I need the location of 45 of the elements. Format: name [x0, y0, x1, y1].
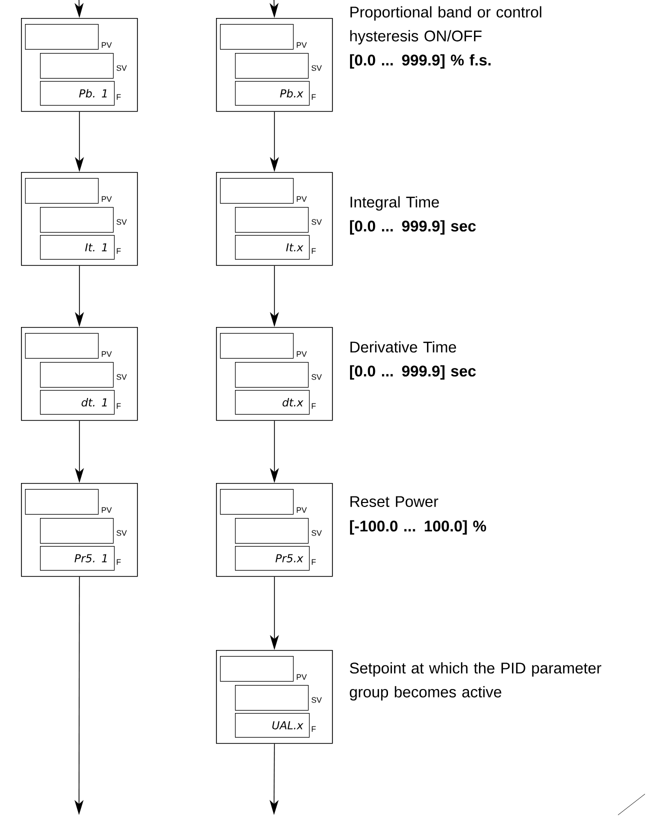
description-text: Reset Power	[350, 496, 438, 507]
description-text: [0.0 ... 999.9] sec	[350, 220, 476, 235]
display-panel	[216, 483, 333, 577]
description-text: [0.0 ... 999.9] % f.s.	[350, 54, 491, 69]
value-display	[220, 178, 294, 204]
value-display	[25, 333, 99, 359]
value-display	[40, 207, 114, 233]
function-display: Pr5.x	[235, 546, 310, 571]
value-display	[220, 489, 294, 515]
display-panel	[216, 650, 333, 744]
value-display	[220, 656, 294, 682]
function-display: Pb.x	[235, 81, 310, 106]
value-display	[40, 53, 114, 79]
description-text: Integral Time	[350, 196, 439, 211]
function-display: It. 1	[40, 235, 115, 260]
value-display	[235, 685, 309, 711]
display-panel	[216, 327, 333, 421]
function-display: dt.x	[235, 390, 310, 415]
display-panel	[21, 327, 138, 421]
display-panel	[21, 172, 138, 266]
value-display	[25, 24, 99, 50]
function-display: Pb. 1	[40, 81, 115, 106]
description-text: Setpoint at which the PID parameter group becomes active	[350, 662, 602, 700]
function-display: It.x	[235, 235, 310, 260]
value-display	[220, 333, 294, 359]
value-display	[25, 489, 99, 515]
value-display	[235, 53, 309, 79]
value-display	[40, 518, 114, 544]
value-display	[40, 362, 114, 388]
value-display	[235, 207, 309, 233]
description-text: Proportional band or control hysteresis ON/OFF	[350, 6, 542, 44]
description-text: [-100.0 ... 100.0] %	[350, 520, 486, 535]
function-display: dt. 1	[40, 390, 115, 415]
value-display	[220, 24, 294, 50]
display-panel	[216, 18, 333, 112]
display-panel	[216, 172, 333, 266]
value-display	[25, 178, 99, 204]
description-text: Derivative Time	[350, 341, 456, 353]
function-display: Pr5. 1	[40, 546, 115, 571]
description-text: [0.0 ... 999.9] sec	[350, 365, 476, 380]
value-display	[235, 518, 309, 544]
function-display: UAL.x	[235, 713, 310, 738]
value-display	[235, 362, 309, 388]
display-panel	[21, 483, 138, 577]
display-panel	[21, 18, 138, 112]
